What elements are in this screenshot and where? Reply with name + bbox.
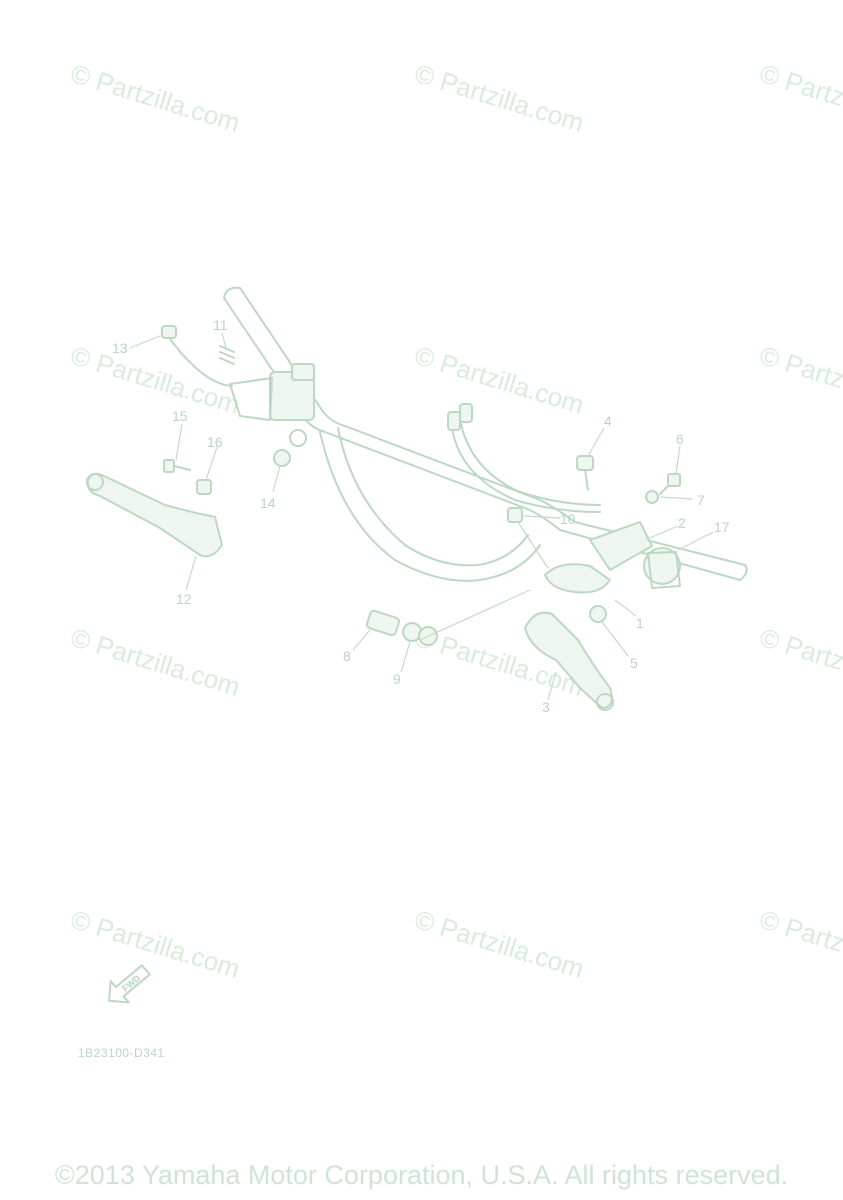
callout-17: 17 [714, 519, 730, 535]
fwd-arrow-icon: FWD [107, 964, 151, 1004]
callout-7: 7 [697, 492, 705, 508]
callout-3: 3 [542, 699, 550, 715]
callout-6: 6 [676, 431, 684, 447]
callout-5: 5 [630, 655, 638, 671]
nut-10 [507, 507, 523, 523]
lever-holder-left [229, 363, 315, 447]
leader-lines [129, 332, 714, 701]
handlebar [223, 286, 748, 582]
bolt-13 [161, 325, 233, 387]
lever-right [524, 611, 614, 711]
washer-7 [645, 490, 659, 504]
callout-16: 16 [207, 434, 223, 450]
callout-14: 14 [260, 495, 276, 511]
bolt-4 [576, 455, 594, 491]
callout-9: 9 [393, 671, 401, 687]
nut-16 [196, 479, 212, 495]
cable [447, 403, 601, 513]
callout-10: 10 [560, 511, 576, 527]
callout-4: 4 [604, 413, 612, 429]
lever-left [86, 472, 223, 558]
bolt-6 [659, 473, 681, 495]
spring-11 [219, 345, 235, 365]
callout-13: 13 [112, 340, 128, 356]
callout-15: 15 [172, 408, 188, 424]
copyright-notice: ©2013 Yamaha Motor Corporation, U.S.A. A… [54, 1160, 789, 1190]
callout-8: 8 [343, 648, 351, 664]
lever-holder-right [544, 521, 681, 594]
nut-14 [273, 449, 291, 467]
callout-1: 1 [636, 615, 644, 631]
diagram-code: 1B23100-D341 [78, 1046, 165, 1060]
bolt-15 [163, 459, 191, 473]
adjuster-8 [365, 609, 401, 637]
callout-12: 12 [176, 591, 192, 607]
callout-2: 2 [678, 515, 686, 531]
callout-11: 11 [213, 317, 228, 333]
nut-5 [589, 605, 607, 623]
